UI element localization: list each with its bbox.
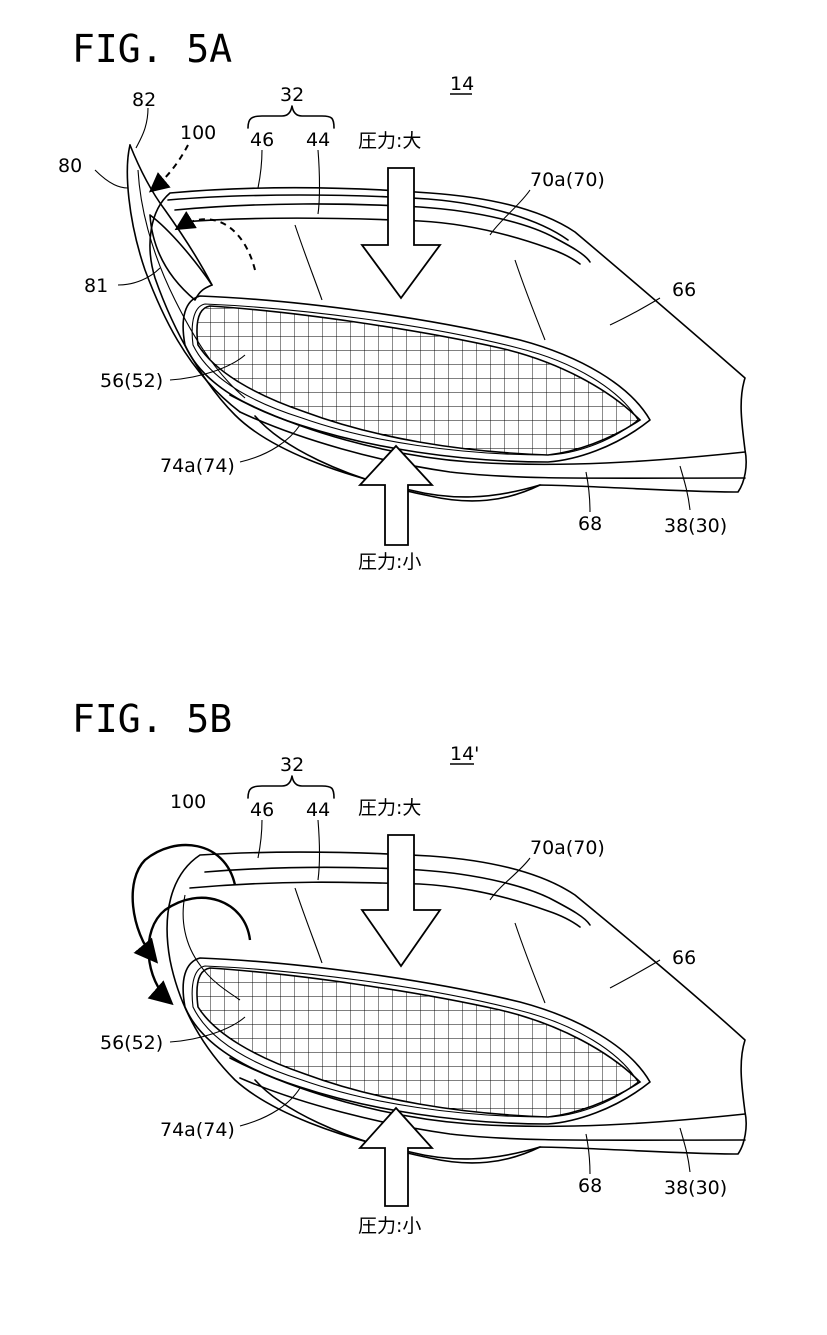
label-68: 68 xyxy=(578,1175,602,1197)
upper-layer-46 xyxy=(204,866,591,926)
leader-56 xyxy=(169,354,246,381)
leader-81 xyxy=(117,267,161,286)
pressure-arrow-high xyxy=(360,834,442,968)
leader-46 xyxy=(257,149,263,189)
label-81: 81 xyxy=(84,275,108,297)
figure-5b: FIG. 5B 14' 100 32 46 44 圧力:大 70a(70) 66… xyxy=(0,660,827,1320)
outsole-line-74 xyxy=(239,1077,746,1142)
cushion-56 xyxy=(196,305,642,456)
label-46: 46 xyxy=(250,799,274,821)
leader-44 xyxy=(317,819,321,881)
flow-arrow-100 xyxy=(148,144,189,193)
flow-arrow-100 xyxy=(147,896,252,1006)
leader-66 xyxy=(609,297,661,326)
contour-line xyxy=(294,887,323,964)
leader-68 xyxy=(585,1133,591,1175)
label-66: 66 xyxy=(672,279,696,301)
midsole-outer-rim xyxy=(182,957,651,1125)
midsole-outer-rim xyxy=(182,295,651,463)
leader-70 xyxy=(489,857,531,901)
label-82: 82 xyxy=(132,89,156,111)
leader-44 xyxy=(317,149,321,215)
label-38: 38(30) xyxy=(664,515,727,537)
leader-74 xyxy=(239,1087,301,1127)
leader-38 xyxy=(679,1127,691,1173)
outsole-line-68 xyxy=(229,1057,746,1128)
label-80: 80 xyxy=(58,155,82,177)
contour-line xyxy=(294,224,323,301)
outsole-bottom xyxy=(254,415,541,502)
outsole-line-68 xyxy=(229,394,746,466)
label-46: 46 xyxy=(250,129,274,151)
contour-line xyxy=(514,259,546,341)
label-56: 56(52) xyxy=(100,1032,163,1054)
figure-5a-drawing: FIG. 5A 14 82 80 81 100 32 46 44 圧力:大 xyxy=(58,27,747,573)
figure-title: FIG. 5B xyxy=(72,697,232,741)
pressure-low-label: 圧力:小 xyxy=(358,1215,421,1237)
pressure-arrow-low xyxy=(357,1106,435,1207)
pressure-high-label: 圧力:大 xyxy=(358,797,421,819)
label-70a: 70a(70) xyxy=(530,169,605,191)
label-66: 66 xyxy=(672,947,696,969)
cushion-56 xyxy=(196,967,642,1118)
leader-68 xyxy=(585,471,591,513)
label-32: 32 xyxy=(280,84,304,106)
toe-tip-80 xyxy=(126,144,241,413)
leader-82 xyxy=(135,107,149,149)
figure-5b-drawing: FIG. 5B 14' 100 32 46 44 圧力:大 70a(70) 66… xyxy=(72,697,747,1237)
pressure-low-label: 圧力:小 xyxy=(358,551,421,573)
brace-32 xyxy=(247,105,335,129)
outsole-bottom xyxy=(254,1079,541,1164)
upper-layer-46 xyxy=(174,203,591,263)
upper-layer-top xyxy=(167,194,569,241)
leader-56 xyxy=(169,1016,246,1043)
brace-32 xyxy=(247,775,335,799)
leader-74 xyxy=(239,424,301,463)
sole-outer-outline xyxy=(166,851,747,1160)
leader-38 xyxy=(679,465,691,511)
toe-tip-81 xyxy=(149,214,213,301)
flow-arrow-100 xyxy=(174,211,256,271)
label-74a: 74a(74) xyxy=(160,455,235,477)
label-44: 44 xyxy=(306,129,330,151)
upper-layer-44 xyxy=(189,881,581,928)
pressure-arrow-high xyxy=(360,167,442,300)
sole-outer-outline xyxy=(149,186,747,498)
label-100: 100 xyxy=(170,791,206,813)
label-100: 100 xyxy=(180,122,216,144)
figure-title: FIG. 5A xyxy=(72,27,232,71)
pressure-arrow-low xyxy=(357,444,435,546)
leader-80 xyxy=(94,169,129,189)
contour-line xyxy=(514,922,546,1004)
label-32: 32 xyxy=(280,754,304,776)
toe-tip-82 xyxy=(129,144,213,286)
leader-46 xyxy=(257,819,263,859)
outsole-line-74 xyxy=(239,411,746,480)
figure-5a: FIG. 5A 14 82 80 81 100 32 46 44 圧力:大 xyxy=(0,0,827,660)
leader-70 xyxy=(489,189,531,236)
label-56: 56(52) xyxy=(100,370,163,392)
label-38: 38(30) xyxy=(664,1177,727,1199)
upper-layer-44 xyxy=(181,217,581,265)
label-44: 44 xyxy=(306,799,330,821)
figure-reference-number: 14 xyxy=(450,73,474,95)
pressure-high-label: 圧力:大 xyxy=(358,130,421,152)
label-68: 68 xyxy=(578,513,602,535)
figure-reference-number: 14' xyxy=(450,743,479,765)
leader-66 xyxy=(609,959,661,989)
label-70a: 70a(70) xyxy=(530,837,605,859)
label-74a: 74a(74) xyxy=(160,1119,235,1141)
flow-arrow-100 xyxy=(131,843,237,964)
